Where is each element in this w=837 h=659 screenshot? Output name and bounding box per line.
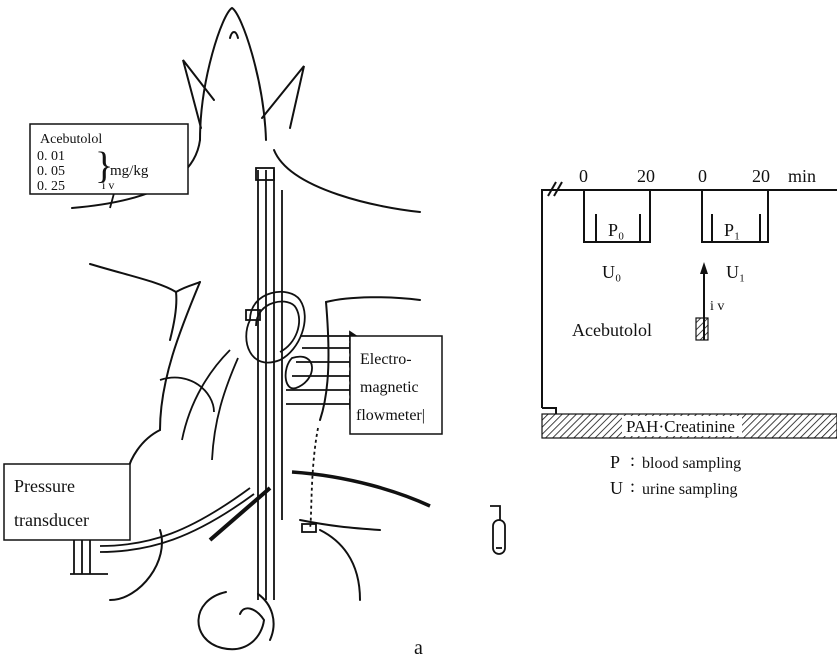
dose-route: i v [102, 178, 114, 192]
dose-mid: 0. 05 [37, 164, 65, 179]
injection-label: i v [710, 299, 724, 314]
pressure-line-2: transducer [14, 510, 89, 530]
infusion-label: PAH·Creatinine [626, 417, 735, 436]
flowmeter-line-1: Electro- [360, 351, 412, 368]
flowmeter-box: Electro- magnetic flowmeter| [350, 336, 442, 434]
legend-p-text: blood sampling [642, 455, 741, 472]
figure-caption: a [414, 637, 423, 659]
pressure-transducer-box: Pressure transducer [4, 464, 130, 540]
svg-text::: : [630, 476, 635, 496]
time-unit: min [788, 166, 816, 186]
tick-0: 0 [579, 166, 588, 186]
dose-unit: mg/kg [110, 163, 149, 179]
drug-bolus-mark [696, 318, 708, 340]
pressure-line-1: Pressure [14, 476, 75, 496]
experiment-timeline: 0 20 0 20 min P₀ P₁ U₀ U₁ i v Acebutolol [542, 166, 837, 498]
urine-label-1: U₁ [726, 262, 745, 282]
plasma-label-1: P₁ [724, 220, 740, 240]
drug-label: Acebutolol [572, 320, 652, 340]
plasma-label-0: P₀ [608, 220, 624, 240]
dose-high: 0. 25 [37, 179, 65, 194]
flowmeter-line-2: magnetic [360, 379, 419, 396]
timeline-axes [542, 182, 837, 414]
svg-text::: : [630, 450, 635, 470]
dose-box: Acebutolol 0. 01 0. 05 0. 25 } mg/kg i v [30, 124, 188, 194]
tick-20: 20 [637, 166, 655, 186]
tick-20-b: 20 [752, 166, 770, 186]
legend-u-symbol: U [610, 478, 623, 498]
dose-low: 0. 01 [37, 149, 65, 164]
legend: P : blood sampling U : urine sampling [610, 450, 741, 498]
legend-p-symbol: P [610, 452, 620, 472]
dose-drug-name: Acebutolol [40, 132, 102, 147]
urine-label-0: U₀ [602, 262, 621, 282]
flowmeter-line-3: flowmeter| [356, 407, 425, 424]
legend-u-text: urine sampling [642, 481, 738, 498]
rat-illustration [72, 8, 420, 649]
tick-0-b: 0 [698, 166, 707, 186]
